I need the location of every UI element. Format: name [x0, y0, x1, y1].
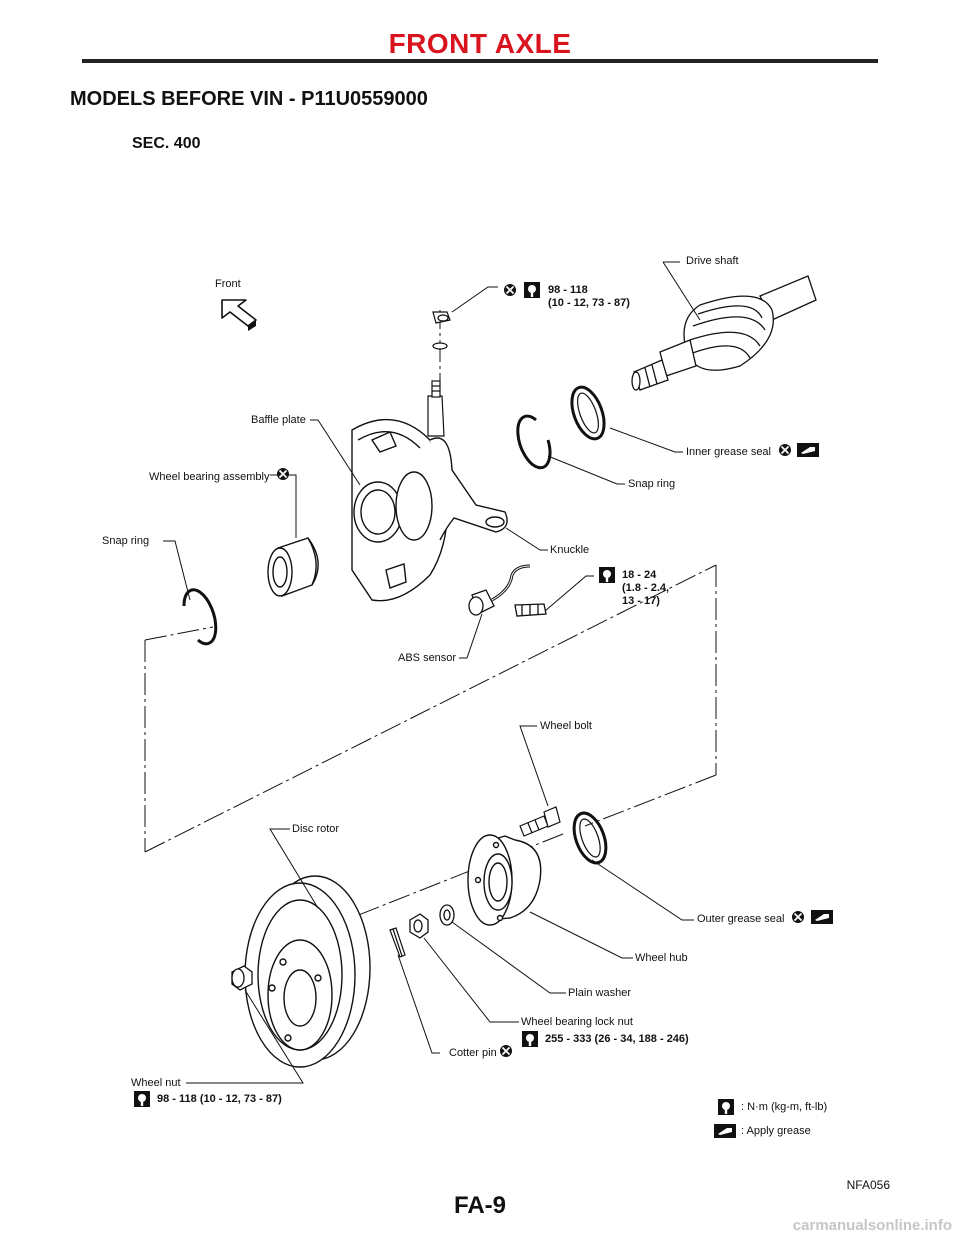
torque-wheel-nut: 98 - 118 (10 - 12, 73 - 87) [157, 1093, 282, 1105]
abs-sensor [468, 564, 547, 617]
figure-id: NFA056 [846, 1178, 890, 1192]
grease-icon [714, 1124, 736, 1138]
wheel-bearing-assembly [267, 537, 319, 597]
section-title: MODELS BEFORE VIN - P11U0559000 [70, 88, 428, 110]
legend-torque-unit: : N·m (kg-m, ft-lb) [741, 1101, 828, 1113]
label-drive-shaft: Drive shaft [686, 255, 739, 267]
front-arrow-icon [221, 299, 257, 331]
label-plain-washer: Plain washer [568, 987, 631, 999]
strut-stud [427, 311, 451, 437]
header-rule [82, 59, 878, 63]
do-not-reuse-icon [791, 910, 805, 924]
label-abs-sensor: ABS sensor [398, 652, 457, 664]
label-knuckle: Knuckle [550, 544, 590, 556]
label-baffle-plate: Baffle plate [251, 414, 306, 426]
do-not-reuse-icon [778, 443, 792, 457]
do-not-reuse-icon [503, 283, 517, 297]
wheel-bearing-lock-nut [409, 913, 429, 939]
label-wheel-hub: Wheel hub [635, 952, 688, 964]
legend-apply-grease: : Apply grease [741, 1125, 811, 1137]
label-wheel-bearing-lock-nut: Wheel bearing lock nut [521, 1016, 633, 1028]
torque-wrench-icon [599, 567, 615, 583]
section-number: SEC. 400 [132, 135, 201, 152]
torque-strut-nut: 98 - 118 (10 - 12, 73 - 87) [548, 284, 630, 309]
page-number: FA-9 [453, 1192, 506, 1219]
wheel-nut [231, 965, 253, 991]
label-snap-ring-left: Snap ring [102, 535, 150, 547]
watermark: carmanualsonline.info [792, 1217, 952, 1234]
inner-grease-seal [570, 385, 606, 441]
outer-grease-seal [572, 811, 608, 865]
label-snap-ring-right: Snap ring [628, 478, 676, 490]
do-not-reuse-icon [499, 1044, 513, 1058]
page-header-title: FRONT AXLE [388, 28, 572, 59]
wheel-hub [467, 834, 542, 926]
grease-icon [811, 910, 833, 924]
torque-wrench-icon [718, 1099, 734, 1115]
grease-icon [797, 443, 819, 457]
do-not-reuse-icon [276, 467, 290, 481]
drive-shaft [631, 275, 817, 391]
label-wheel-bearing-assembly: Wheel bearing assembly [149, 471, 270, 483]
label-cotter-pin: Cotter pin [449, 1047, 497, 1059]
torque-lock-nut: 255 - 333 (26 - 34, 188 - 246) [545, 1033, 689, 1045]
snap-ring-right [516, 414, 552, 470]
knuckle [351, 418, 508, 602]
label-disc-rotor: Disc rotor [292, 823, 340, 835]
torque-wrench-icon [134, 1091, 150, 1107]
label-front: Front [215, 278, 241, 290]
wheel-bolt [519, 806, 561, 837]
torque-wrench-icon [522, 1031, 538, 1047]
label-wheel-nut: Wheel nut [131, 1077, 181, 1089]
snap-ring-left [182, 588, 218, 646]
disc-rotor [244, 875, 371, 1068]
torque-wrench-icon [524, 282, 540, 298]
label-outer-grease-seal: Outer grease seal [697, 913, 785, 925]
torque-abs-bolt: 18 - 24 (1.8 - 2.4, 13 - 17) [622, 569, 670, 607]
label-inner-grease-seal: Inner grease seal [686, 446, 771, 458]
cotter-pin [389, 927, 406, 958]
plain-washer [439, 904, 455, 926]
label-wheel-bolt: Wheel bolt [540, 720, 592, 732]
